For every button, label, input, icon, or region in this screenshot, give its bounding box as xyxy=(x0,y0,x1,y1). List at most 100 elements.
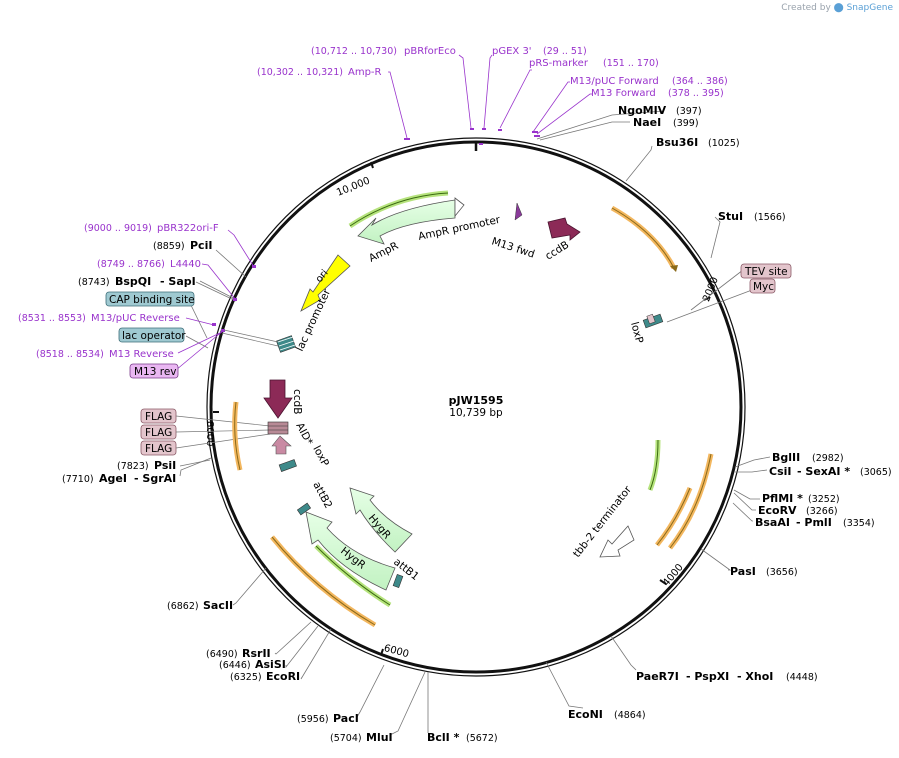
tbb2-terminator-arrow xyxy=(599,525,635,558)
primer-m13puc-forward-range: (364 .. 386) xyxy=(672,76,728,87)
loxp-inner-glyph xyxy=(278,459,297,472)
enzyme-bsaai: BsaAI xyxy=(755,516,790,529)
box-cap-binding-site: CAP binding site xyxy=(109,294,195,306)
enzyme-psii-pos: (7823) xyxy=(117,461,149,472)
enzyme-pmli-pos: (3354) xyxy=(843,518,875,529)
enzyme-econi: EcoNI xyxy=(568,708,603,721)
enzyme-bcli-pos: (5672) xyxy=(466,733,498,744)
enzyme-asisi-pos: (6446) xyxy=(219,660,251,671)
primer-ampr-range: (10,302 .. 10,321) xyxy=(257,67,343,78)
enzyme-bspqi: BspQI xyxy=(115,275,151,288)
enzyme-pcii-pos: (8859) xyxy=(153,241,185,252)
enzyme-pspxi: - PspXI xyxy=(686,670,729,683)
label-m13-fwd: M13 fwd xyxy=(490,235,536,260)
primer-pbr322ori: pBR322ori-F xyxy=(157,223,219,234)
enzyme-leader-lines xyxy=(179,110,771,736)
enzyme-paci-pos: (5956) xyxy=(297,714,329,725)
enzyme-pasi-pos: (3656) xyxy=(766,567,798,578)
primer-ampr: Amp-R xyxy=(348,67,382,78)
enzyme-sexai: - SexAI * xyxy=(797,465,850,478)
label-ccdb-top: ccdB xyxy=(543,239,571,263)
backbone-outer-line xyxy=(206,137,746,677)
orf-arc-1 xyxy=(610,205,677,270)
label-ccdb-inner: ccdB xyxy=(291,389,303,414)
primer-l4440: L4440 xyxy=(170,259,201,270)
loxp-right-glyph xyxy=(642,313,664,329)
enzyme-pflmi: PflMI * xyxy=(762,492,803,505)
box-m13-rev: M13 rev xyxy=(134,366,177,378)
m13-fwd-arrow xyxy=(514,202,523,221)
flag-glyph xyxy=(267,421,289,435)
enzyme-bspqi-pos: (8743) xyxy=(78,277,110,288)
hygr-inner-arrow xyxy=(349,487,413,553)
snapgene-logo: ⬤ xyxy=(833,3,847,13)
label-loxp-right: loxP xyxy=(628,321,645,345)
enzyme-pmli: - PmlI xyxy=(796,516,832,529)
enzyme-naei-pos: (399) xyxy=(673,118,699,129)
enzyme-psii: PsiI xyxy=(154,459,176,472)
plasmid-name: pJW1595 xyxy=(449,394,504,407)
boxed-labels: TEV site Myc CAP binding site lac operat… xyxy=(105,263,792,456)
label-aid: AID* xyxy=(293,421,315,447)
enzyme-stui: StuI xyxy=(718,210,743,223)
attb2-glyph xyxy=(296,502,312,516)
enzyme-csii: CsiI xyxy=(769,465,791,478)
enzyme-mlui-pos: (5704) xyxy=(330,733,362,744)
enzyme-sacii-pos: (6862) xyxy=(167,601,199,612)
enzyme-ngomiv-pos: (397) xyxy=(676,106,702,117)
enzyme-labels: NgoMIV (397) NaeI (399) Bsu36I (1025) St… xyxy=(62,104,892,744)
aid-arrow xyxy=(271,435,292,455)
enzyme-bcli: BclI * xyxy=(427,731,460,744)
primer-pbrforeco-range: (10,712 .. 10,730) xyxy=(311,46,397,57)
primer-m13puc-reverse-range: (8531 .. 8553) xyxy=(18,313,86,324)
enzyme-pflmi-pos: (3252) xyxy=(808,494,840,505)
enzyme-xhoi-pos: (4448) xyxy=(786,672,818,683)
enzyme-agei: AgeI xyxy=(99,472,127,485)
enzyme-stui-pos: (1566) xyxy=(754,212,786,223)
enzyme-bsu36i: Bsu36I xyxy=(656,136,698,149)
box-tev-site: TEV site xyxy=(744,266,788,278)
primer-prsmarker: pRS-marker xyxy=(529,58,589,69)
enzyme-pasi: PasI xyxy=(730,565,756,578)
credit-brand: SnapGene xyxy=(846,3,893,13)
enzyme-bglii-pos: (2982) xyxy=(812,453,844,464)
enzyme-ecori-pos: (6325) xyxy=(230,672,262,683)
label-attb2: attB2 xyxy=(310,480,334,511)
ampr-promoter-arrow xyxy=(454,197,465,218)
enzyme-ecori: EcoRI xyxy=(266,670,300,683)
primer-pbr322ori-range: (9000 .. 9019) xyxy=(84,223,152,234)
enzyme-sacii: SacII xyxy=(203,599,233,612)
snapgene-credit: Created by ⬤ SnapGene xyxy=(781,3,893,13)
enzyme-ecorv-pos: (3266) xyxy=(806,506,838,517)
enzyme-econi-pos: (4864) xyxy=(614,710,646,721)
enzyme-bglii: BglII xyxy=(772,451,800,464)
credit-prefix: Created by xyxy=(781,3,831,13)
ampr-arrow xyxy=(357,199,456,245)
enzyme-pcii: PciI xyxy=(190,239,212,252)
box-lac-operator: lac operator xyxy=(122,330,186,342)
box-myc: Myc xyxy=(753,281,774,293)
enzyme-ngomiv: NgoMIV xyxy=(618,104,667,117)
orf-arc-2 xyxy=(668,453,714,550)
enzyme-naei: NaeI xyxy=(633,116,661,129)
primer-m13-reverse: M13 Reverse xyxy=(109,349,174,360)
ccdb-arrow-inner xyxy=(263,379,293,419)
box-flag-3: FLAG xyxy=(145,443,172,455)
enzyme-bsu36i-pos: (1025) xyxy=(708,138,740,149)
enzyme-agei-pos: (7710) xyxy=(62,474,94,485)
box-flag-1: FLAG xyxy=(145,411,172,423)
enzyme-rsrii-pos: (6490) xyxy=(206,649,238,660)
label-tbb2-terminator: tbb-2 terminator xyxy=(571,483,634,560)
primer-l4440-range: (8749 .. 8766) xyxy=(97,259,165,270)
primer-m13puc-reverse: M13/pUC Reverse xyxy=(91,313,180,324)
primer-labels: (10,712 .. 10,730) pBRforEco pGEX 3' (29… xyxy=(18,46,728,360)
enzyme-paci: PacI xyxy=(333,712,359,725)
enzyme-sapi: - SapI xyxy=(160,275,196,288)
enzyme-asisi: AsiSI xyxy=(255,658,286,671)
primer-m13-reverse-range: (8518 .. 8534) xyxy=(36,349,104,360)
enzyme-xhoi: - XhoI xyxy=(737,670,773,683)
primer-m13-forward-range: (378 .. 395) xyxy=(668,88,724,99)
plasmid-size: 10,739 bp xyxy=(449,407,503,419)
primer-pgex3-range: (29 .. 51) xyxy=(543,46,587,57)
